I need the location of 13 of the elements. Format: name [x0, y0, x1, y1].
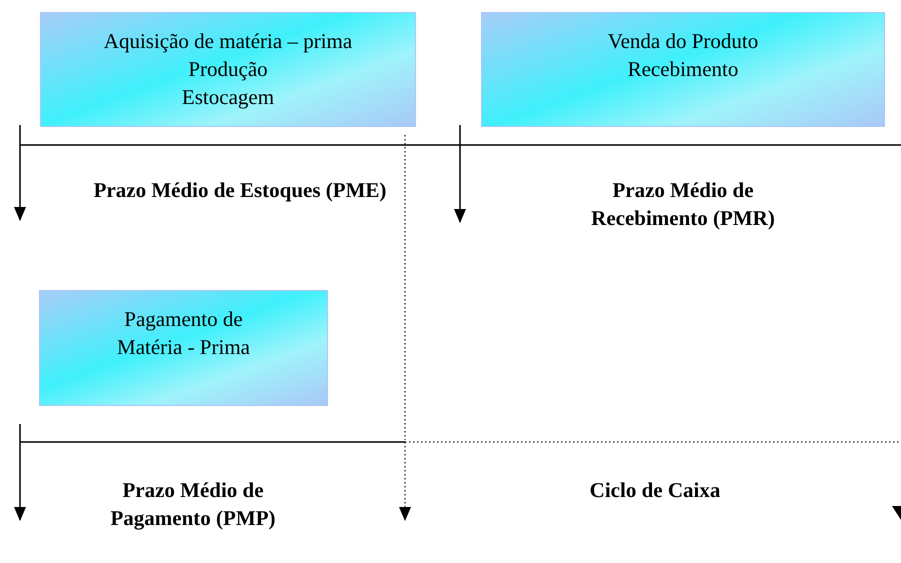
box-text: Recebimento [628, 56, 738, 83]
period-label: Prazo Médio de Pagamento (PMP) [109, 477, 277, 532]
box-text: Aquisição de matéria – prima [104, 28, 352, 55]
box-text: Estocagem [182, 84, 274, 111]
process-box [40, 12, 416, 127]
box-text: Pagamento de Matéria - Prima [116, 306, 251, 361]
process-box [481, 12, 885, 127]
period-label: Ciclo de Caixa [588, 477, 722, 504]
period-label: Prazo Médio de Recebimento (PMR) [590, 177, 776, 232]
box-text: Produção [188, 56, 268, 83]
process-box [39, 290, 328, 406]
period-label: Prazo Médio de Estoques (PME) [92, 177, 388, 204]
box-text: Venda do Produto [608, 28, 758, 55]
